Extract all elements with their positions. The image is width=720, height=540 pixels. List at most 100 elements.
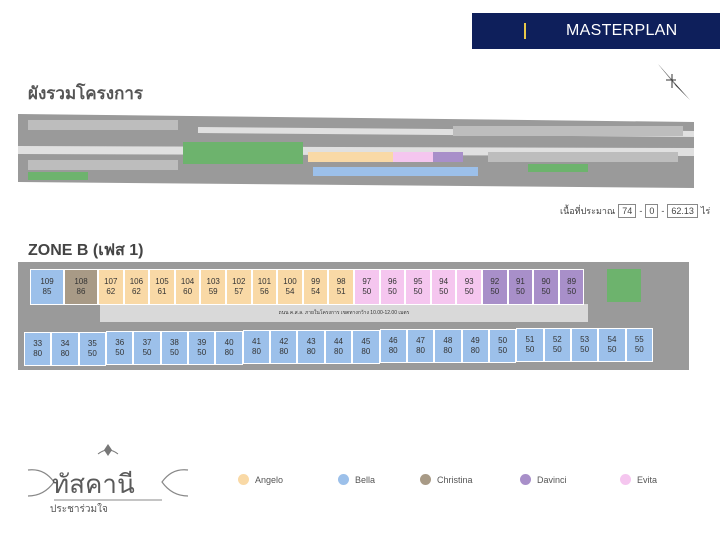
lot-size: 50 xyxy=(552,345,562,355)
lot-number: 54 xyxy=(607,334,617,344)
area-ngan: 0 xyxy=(645,204,659,218)
legend-item-christina: Christina xyxy=(420,474,473,485)
lot-number: 106 xyxy=(129,277,144,286)
legend-label: Bella xyxy=(355,474,376,485)
lot-number: 96 xyxy=(387,277,397,286)
lot-size: 80 xyxy=(60,348,70,358)
banner-title: MASTERPLAN xyxy=(566,22,678,39)
lot-number: 98 xyxy=(336,277,346,286)
overview-title: ผังรวมโครงการ xyxy=(28,84,144,103)
zone-title: ZONE B (เฟส 1) xyxy=(28,242,144,259)
lot-number: 93 xyxy=(464,277,474,286)
lot-number: 101 xyxy=(257,277,272,286)
lot-size: 50 xyxy=(498,345,508,355)
area-unit: ไร่ xyxy=(700,206,711,216)
lot-size: 59 xyxy=(208,287,218,296)
lot-number: 53 xyxy=(580,335,590,344)
banner-accent-bar xyxy=(524,23,526,39)
lot-number: 105 xyxy=(155,277,169,286)
lot-size: 50 xyxy=(169,348,179,357)
logo-name: ทัสคานี xyxy=(52,470,135,500)
lot-size: 57 xyxy=(234,287,244,296)
lot-size: 60 xyxy=(183,287,193,296)
area-wah: 62.13 xyxy=(667,204,698,218)
lot-number: 51 xyxy=(525,335,535,345)
lot-number: 33 xyxy=(33,339,43,348)
lot-number: 89 xyxy=(567,277,577,286)
lot-size: 86 xyxy=(76,287,86,296)
lot-size: 50 xyxy=(580,345,590,354)
lot-size: 80 xyxy=(416,346,425,356)
lot-size: 50 xyxy=(525,345,535,355)
lot-number: 43 xyxy=(306,337,316,346)
lot-number: 104 xyxy=(180,277,195,286)
lot-number: 102 xyxy=(232,277,246,286)
lot-number: 42 xyxy=(279,337,289,347)
lot-number: 50 xyxy=(498,335,508,345)
lot-number: 49 xyxy=(470,335,480,345)
lot-number: 109 xyxy=(40,277,54,286)
lot-number: 91 xyxy=(515,277,525,286)
lot-number: 48 xyxy=(443,336,453,345)
lot-size: 62 xyxy=(131,287,141,296)
lot-size: 50 xyxy=(197,347,207,357)
lot-size: 85 xyxy=(42,287,52,296)
area-label: เนื้อที่ประมาณ xyxy=(560,206,616,216)
lot-size: 80 xyxy=(443,346,453,355)
legend-swatch xyxy=(420,474,431,485)
masterplan-banner: MASTERPLAN xyxy=(472,13,720,49)
tuscany-logo-icon xyxy=(27,444,189,501)
lot-number: 44 xyxy=(334,336,343,346)
area-rai: 74 xyxy=(618,204,637,218)
legend-item-evita: Evita xyxy=(620,474,657,485)
legend-swatch xyxy=(620,474,631,485)
legend-label: Angelo xyxy=(255,474,284,485)
lot-size: 50 xyxy=(439,287,449,296)
lot-number: 36 xyxy=(115,338,125,348)
